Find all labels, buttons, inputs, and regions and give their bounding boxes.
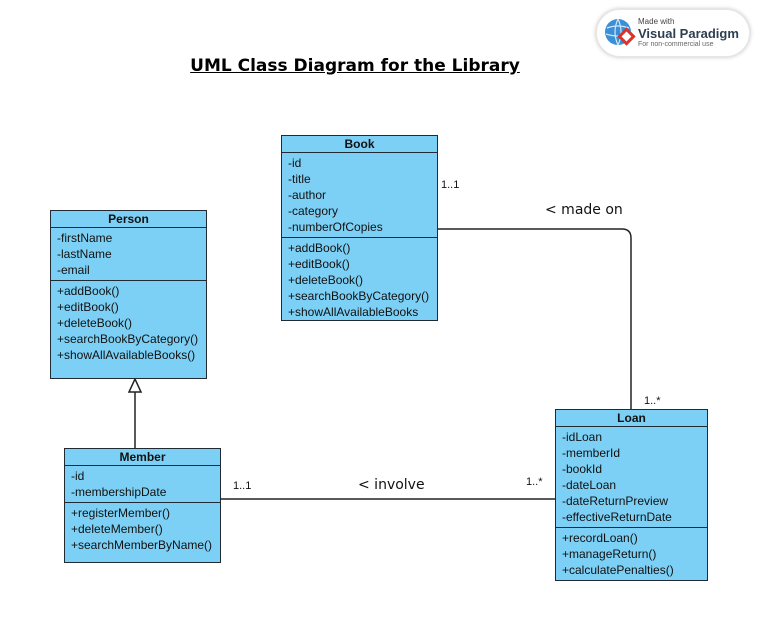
operation: +addBook() — [57, 284, 120, 298]
operation: +editBook() — [288, 257, 350, 271]
attribute: -lastName — [57, 247, 112, 261]
class-book-attributes: -id -title -author -category -numberOfCo… — [282, 153, 437, 238]
operation: +showAllAvailableBooks — [288, 305, 419, 319]
made-on-target-multiplicity: 1..* — [644, 395, 661, 407]
attribute: -category — [288, 204, 339, 218]
generalization-arrowhead-icon — [127, 377, 143, 393]
attribute: -memberId — [562, 446, 621, 460]
attribute: -membershipDate — [71, 485, 167, 499]
class-book-name: Book — [282, 136, 437, 153]
operation: +deleteBook() — [57, 316, 133, 330]
diagram-title: UML Class Diagram for the Library — [190, 56, 520, 76]
attribute: -firstName — [57, 231, 113, 245]
attribute: -dateLoan — [562, 478, 617, 492]
operation: +searchMemberByName() — [71, 538, 213, 552]
attribute: -email — [57, 263, 90, 277]
class-loan-operations: +recordLoan() +manageReturn() +calculate… — [556, 528, 707, 580]
operation: +recordLoan() — [562, 531, 638, 545]
operation: +showAllAvailableBooks() — [57, 348, 196, 362]
operation: +calculatePenalties() — [562, 563, 674, 577]
operation: +editBook() — [57, 300, 119, 314]
class-member-name: Member — [65, 449, 220, 466]
visual-paradigm-logo-icon — [605, 18, 636, 46]
class-member-operations: +registerMember() +deleteMember() +searc… — [65, 503, 220, 555]
operation: +registerMember() — [71, 506, 171, 520]
attribute: -bookId — [562, 462, 603, 476]
attribute: -title — [288, 172, 311, 186]
involve-label: < involve — [358, 477, 425, 493]
operation: +searchBookByCategory() — [288, 289, 430, 303]
class-member-attributes: -id -membershipDate — [65, 466, 220, 503]
badge-line-3: For non-commercial use — [638, 41, 714, 48]
class-loan-attributes: -idLoan -memberId -bookId -dateLoan -dat… — [556, 427, 707, 528]
operation: +addBook() — [288, 241, 351, 255]
class-person-operations: +addBook() +editBook() +deleteBook() +se… — [51, 281, 206, 365]
class-member[interactable]: Member -id -membershipDate +registerMemb… — [64, 448, 221, 563]
badge-line-1: Made with — [638, 17, 675, 26]
badge-line-2: Visual Paradigm — [638, 26, 739, 41]
involve-target-multiplicity: 1..* — [526, 476, 543, 488]
made-on-label: < made on — [545, 202, 623, 218]
made-on-source-multiplicity: 1..1 — [441, 179, 460, 191]
class-person-name: Person — [51, 211, 206, 228]
operation: +deleteBook() — [288, 273, 364, 287]
operation: +deleteMember() — [71, 522, 163, 536]
class-book[interactable]: Book -id -title -author -category -numbe… — [281, 135, 438, 321]
attribute: -idLoan — [562, 430, 603, 444]
attribute: -dateReturnPreview — [562, 494, 669, 508]
attribute: -author — [288, 188, 327, 202]
class-person-attributes: -firstName -lastName -email — [51, 228, 206, 281]
class-loan[interactable]: Loan -idLoan -memberId -bookId -dateLoan… — [555, 409, 708, 581]
visual-paradigm-badge: Made with Visual Paradigm For non-commer… — [596, 9, 750, 57]
class-person[interactable]: Person -firstName -lastName -email +addB… — [50, 210, 207, 379]
attribute: -id — [71, 469, 85, 483]
operation: +searchBookByCategory() — [57, 332, 199, 346]
involve-source-multiplicity: 1..1 — [233, 480, 252, 492]
operation: +manageReturn() — [562, 547, 657, 561]
attribute: -effectiveReturnDate — [562, 510, 672, 524]
association-made-on-line — [437, 228, 632, 410]
class-book-operations: +addBook() +editBook() +deleteBook() +se… — [282, 238, 437, 322]
attribute: -numberOfCopies — [288, 220, 383, 234]
class-loan-name: Loan — [556, 410, 707, 427]
attribute: -id — [288, 156, 302, 170]
